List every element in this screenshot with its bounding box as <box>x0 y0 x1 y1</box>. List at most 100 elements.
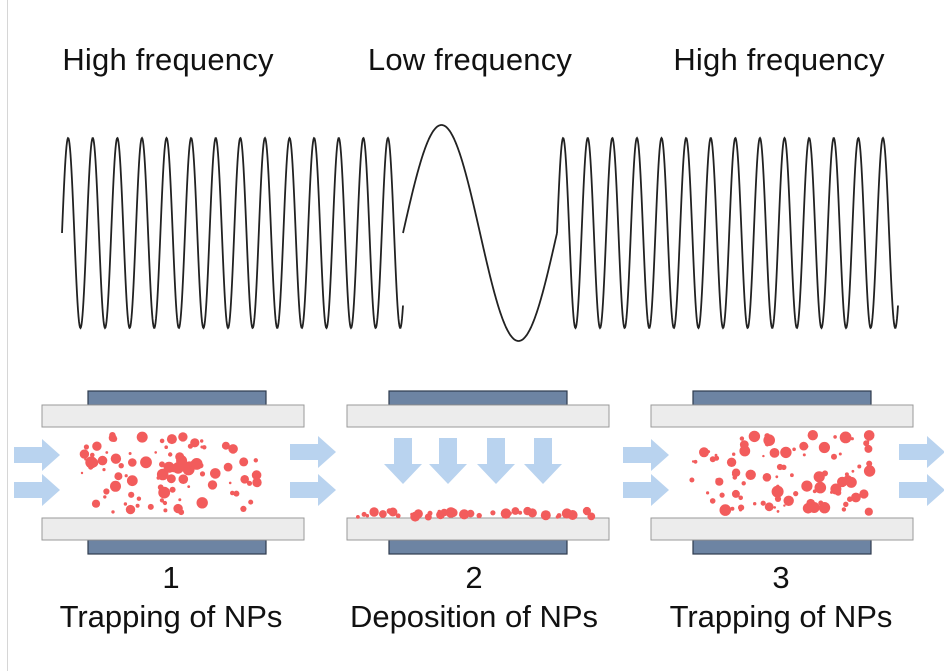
cell-1-nanoparticle <box>228 444 238 454</box>
cell-3-nanoparticle <box>802 503 814 514</box>
cell-2-deposited-nanoparticle <box>459 509 470 520</box>
cell-1-nanoparticle <box>169 486 176 493</box>
cell-3-nanoparticle <box>783 504 786 507</box>
cell-1-nanoparticle <box>246 480 253 486</box>
cell-3-nanoparticle <box>706 491 710 495</box>
cell-3-nanoparticle <box>776 484 780 488</box>
cell-3-nanoparticle <box>843 501 849 507</box>
cell-3-nanoparticle <box>693 459 698 464</box>
cell-3-nanoparticle <box>850 437 854 441</box>
cell-1-nanoparticle <box>207 480 218 490</box>
cell-3-nanoparticle <box>839 431 852 444</box>
cell-3-nanoparticle <box>745 469 756 480</box>
cell-2-deposited-nanoparticle <box>380 512 384 516</box>
cell-1-nanoparticle <box>156 476 161 480</box>
cell-1-nanoparticle <box>170 467 176 473</box>
cell-2-top-wall <box>346 404 610 428</box>
cell-1-nanoparticle <box>200 439 204 443</box>
cell-1-nanoparticle <box>140 456 152 469</box>
cell-3-nanoparticle <box>807 430 818 441</box>
cell-3-nanoparticle <box>863 465 876 477</box>
cell-3-nanoparticle <box>792 447 796 452</box>
cell-2-deposited-nanoparticle <box>356 515 360 519</box>
cell-2-deposited-nanoparticle <box>476 512 482 519</box>
cell-3-nanoparticle <box>866 460 873 467</box>
cell-3-nanoparticle <box>691 460 695 463</box>
label-high-frequency-right: High frequency <box>673 42 885 77</box>
cell-2-deposited-nanoparticle <box>459 513 463 517</box>
cell-3-nanoparticle <box>748 430 761 443</box>
cell-1-nanoparticle <box>110 480 121 492</box>
cell-1-outflow-arrow-lower <box>290 474 336 506</box>
cell-3-nanoparticle <box>719 504 732 516</box>
cell-2-bottom-wall <box>346 517 610 541</box>
low-frequency-wave <box>402 124 558 342</box>
cell-2-deposited-nanoparticle <box>511 507 520 515</box>
cell-1-nanoparticle <box>85 456 98 469</box>
step-1-caption: Trapping of NPs <box>59 599 283 634</box>
cell-1-nanoparticle <box>109 432 116 439</box>
cell-2-deposited-nanoparticle <box>523 506 532 516</box>
cell-1-nanoparticle <box>135 503 140 508</box>
step-1-number: 1 <box>162 560 180 595</box>
cell-1-nanoparticle <box>110 453 122 464</box>
cell-1-nanoparticle <box>162 501 166 504</box>
cell-3-nanoparticle <box>844 472 849 477</box>
cell-1-nanoparticle <box>136 431 148 443</box>
cell-1-top-wall <box>41 404 305 428</box>
cell-1-nanoparticle <box>163 476 167 480</box>
cell-1-nanoparticle <box>97 455 108 466</box>
cell-3-nanoparticle <box>841 507 847 512</box>
cell-3-nanoparticle <box>714 453 718 457</box>
cell-2-deposited-nanoparticle <box>582 506 592 516</box>
cell-1-nanoparticle <box>128 452 132 455</box>
cell-1-nanoparticle <box>159 438 165 444</box>
cell-1-nanoparticle <box>200 445 204 449</box>
cell-1-nanoparticle <box>223 462 233 472</box>
cell-3-nanoparticle <box>762 454 765 458</box>
cell-3-nanoparticle <box>790 473 794 478</box>
cell-3-nanoparticle <box>713 455 720 461</box>
cell-3-nanoparticle <box>818 502 831 514</box>
cell-1-nanoparticle <box>187 485 191 488</box>
cell-3-nanoparticle <box>822 470 828 477</box>
cell-2-deposited-nanoparticle <box>437 509 442 514</box>
cell-1-nanoparticle <box>124 474 128 478</box>
cell-1-nanoparticle <box>178 498 182 502</box>
cell-3-nanoparticle <box>731 473 735 476</box>
cell-1-nanoparticle <box>126 475 138 487</box>
cell-1-nanoparticle <box>187 443 193 449</box>
cell-1-nanoparticle <box>105 451 109 454</box>
cell-2-deposited-nanoparticle <box>587 512 596 521</box>
cell-1-nanoparticle <box>202 445 207 450</box>
cell-1-nanoparticle <box>178 474 189 485</box>
cell-3-nanoparticle <box>812 489 817 494</box>
cell-1-nanoparticle <box>239 457 249 467</box>
cell-1-nanoparticle <box>175 452 185 462</box>
cell-3-nanoparticle <box>783 495 794 506</box>
cell-3-nanoparticle <box>774 495 782 502</box>
cell-3-nanoparticle <box>726 457 737 467</box>
cell-1-outflow-arrow-upper <box>290 436 336 468</box>
cell-3-nanoparticle <box>730 506 735 511</box>
cell-3-nanoparticle <box>689 477 695 483</box>
cell-1-nanoparticle <box>221 441 230 450</box>
cell-1-nanoparticle <box>114 472 123 481</box>
cell-2-deposited-nanoparticle <box>413 509 423 519</box>
cell-3-bottom-electrode <box>692 539 872 555</box>
cell-2-deposited-nanoparticle <box>424 513 432 521</box>
cell-1-nanoparticle <box>154 451 157 454</box>
cell-1-nanoparticle <box>83 444 89 450</box>
cell-3-nanoparticle <box>831 453 837 460</box>
cell-3-nanoparticle <box>773 506 776 509</box>
cell-3-nanoparticle <box>813 471 825 483</box>
cell-3-nanoparticle <box>802 453 806 457</box>
cell-3-nanoparticle <box>780 446 792 459</box>
cell-1-nanoparticle <box>90 452 95 458</box>
step-2-caption: Deposition of NPs <box>349 599 599 634</box>
cell-1-inflow-arrow-lower <box>14 474 60 506</box>
cell-2-top-electrode <box>388 390 568 406</box>
step-3-number: 3 <box>772 560 790 595</box>
